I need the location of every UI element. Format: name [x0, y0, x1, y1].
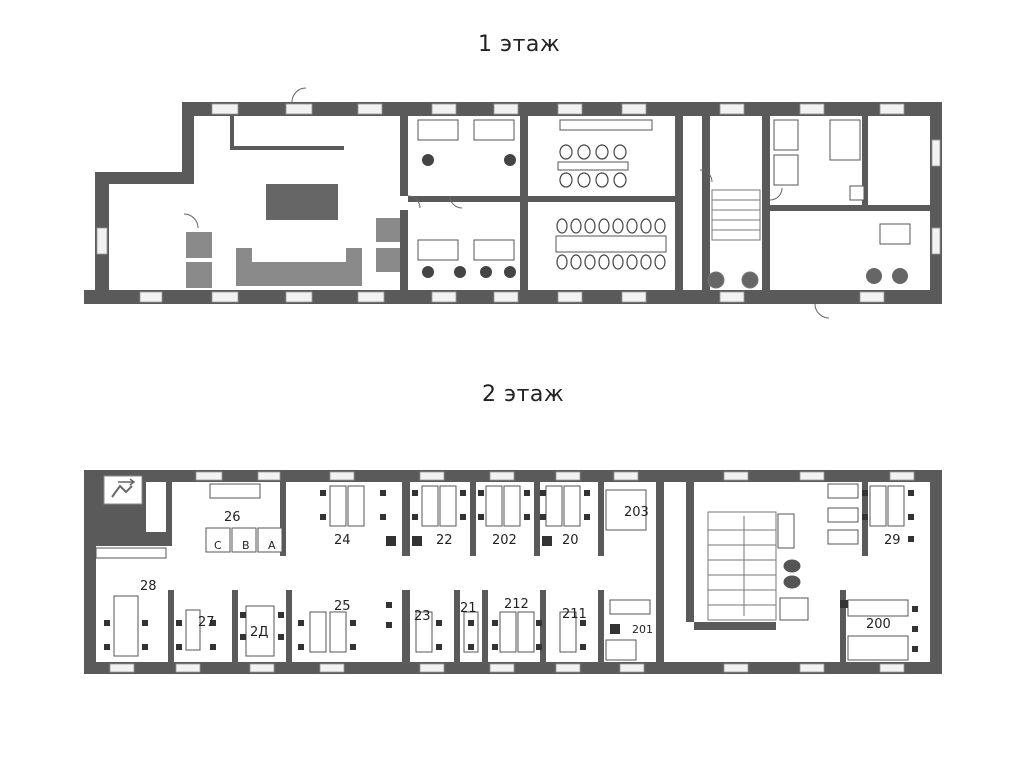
floor-2-desks-bottom — [95, 547, 909, 661]
floor-2-title: 2 этаж — [482, 382, 565, 407]
floor-2-windows — [109, 471, 915, 673]
room-label-b: B — [242, 539, 250, 552]
room-label-23: 23 — [414, 609, 431, 624]
room-label-211: 211 — [562, 607, 587, 622]
room-label-a: A — [268, 539, 276, 552]
room-label-c: C — [214, 539, 222, 552]
floor-2-restrooms — [777, 483, 859, 621]
room-label-21: 21 — [460, 601, 477, 616]
room-label-24: 24 — [334, 533, 351, 548]
floor-1-doors — [183, 87, 830, 319]
floor-2-cabins — [205, 527, 283, 553]
room-label-25: 25 — [334, 599, 351, 614]
room-labels: 26 24 22 202 20 203 28 25 23 21 212 211 … — [140, 505, 901, 640]
floor-1-right-office — [866, 223, 911, 284]
room-label-20: 20 — [562, 533, 579, 548]
floor-2-chairs-bottom — [104, 600, 918, 652]
room-label-26: 26 — [224, 510, 241, 525]
room-label-212: 212 — [504, 597, 529, 612]
floor-1-office-chairs — [422, 154, 516, 278]
floor-1-office-desks — [417, 119, 515, 261]
floor-2-chairs-top — [320, 490, 914, 546]
floor-1-title: 1 этаж — [478, 32, 561, 57]
room-label-2d: 2Д — [250, 625, 268, 640]
floor-1-stairs — [707, 189, 761, 289]
floor-2-stairs — [707, 511, 777, 621]
floor-1-meeting-room — [555, 218, 667, 270]
exit-sign-icon — [103, 475, 143, 505]
floor-1-windows — [96, 103, 941, 303]
room-label-22: 22 — [436, 533, 453, 548]
floor-2-desks-top — [209, 483, 905, 531]
floor-1-restrooms — [773, 119, 865, 201]
floor-1-plan — [84, 87, 942, 319]
room-label-29: 29 — [884, 533, 901, 548]
room-label-203: 203 — [624, 505, 649, 520]
room-label-200: 200 — [866, 617, 891, 632]
room-label-28: 28 — [140, 579, 157, 594]
floor-2-plan — [84, 470, 942, 674]
room-label-202: 202 — [492, 533, 517, 548]
room-label-201: 201 — [632, 623, 653, 636]
floor-1-lounge — [186, 184, 400, 288]
room-label-27: 27 — [198, 615, 215, 630]
floor-1-kitchen — [557, 119, 653, 188]
